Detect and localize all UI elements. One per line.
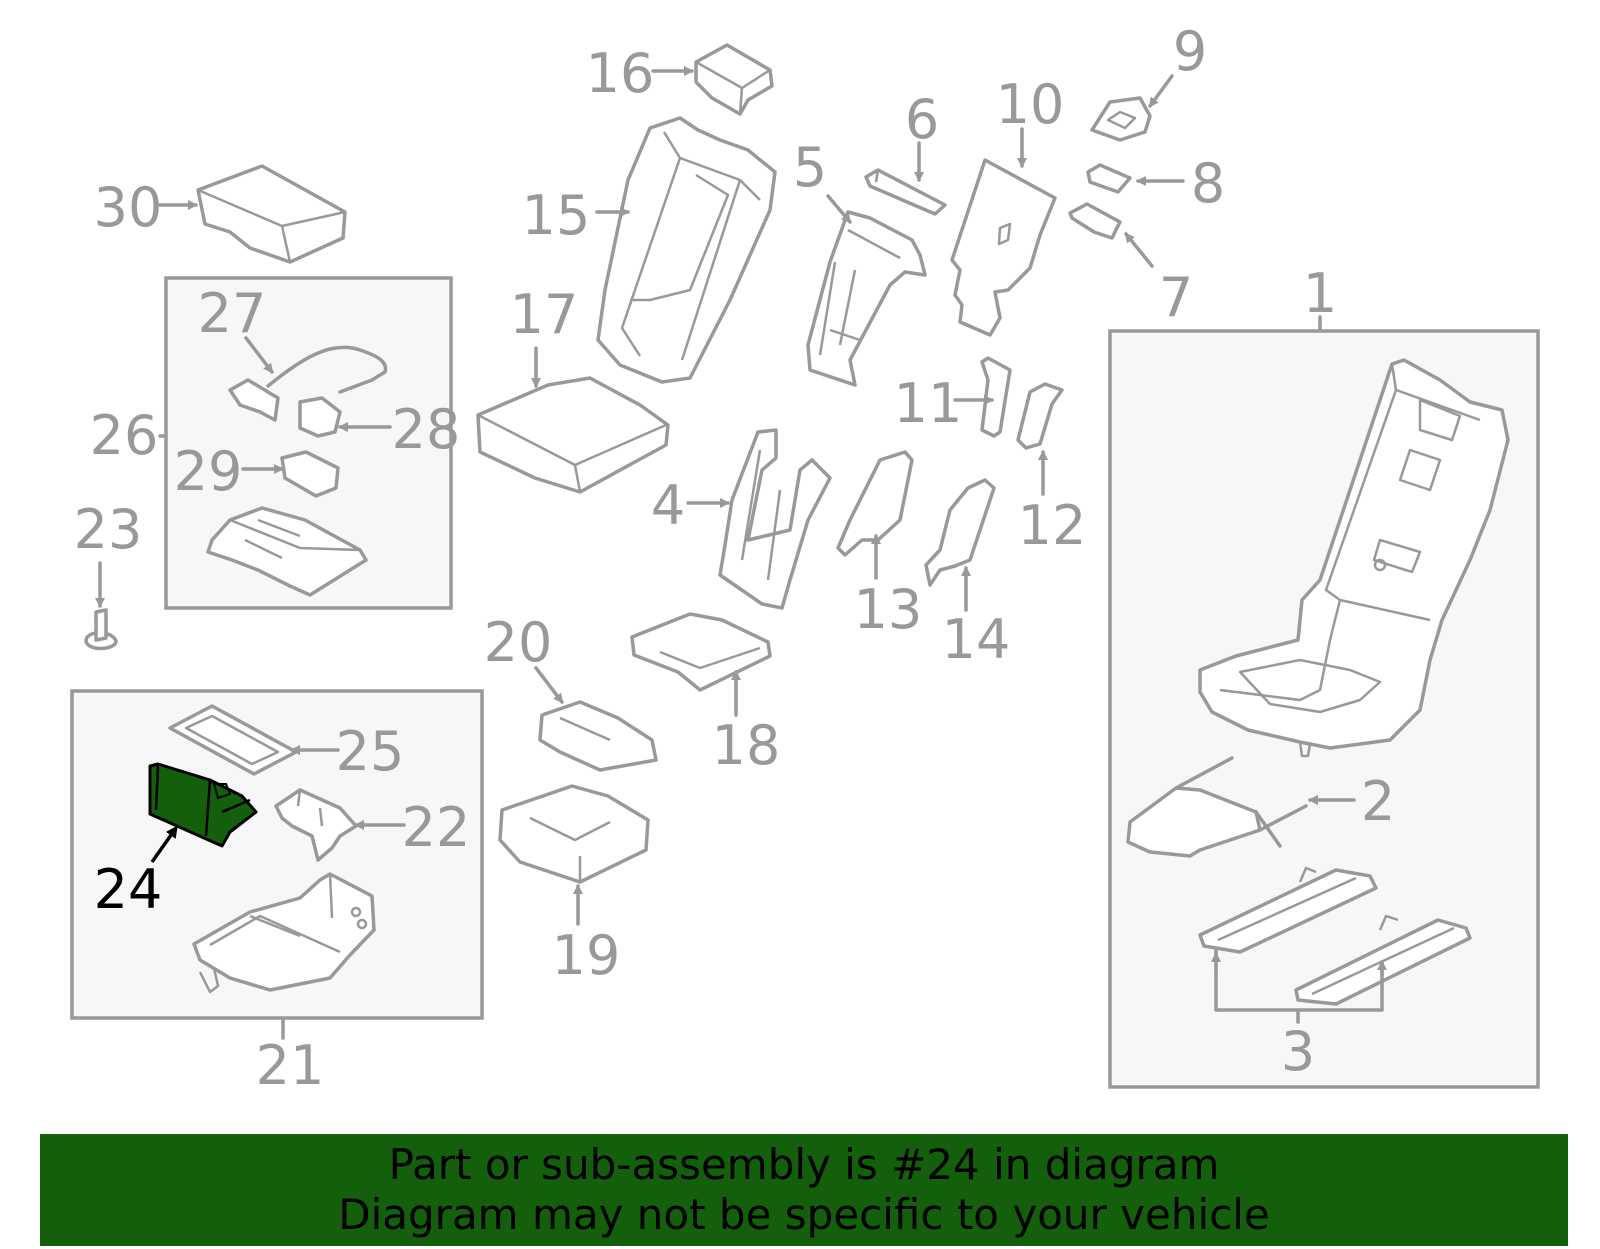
part-17-seat-cushion[interactable] [476, 376, 670, 494]
callout-4: 4 [651, 474, 685, 537]
callout-24: 24 [94, 858, 163, 921]
callout-19: 19 [552, 924, 621, 987]
callout-9: 9 [1173, 20, 1207, 83]
callout-16: 16 [586, 42, 655, 105]
part-10-back-panel[interactable] [950, 158, 1057, 337]
callout-7: 7 [1159, 266, 1193, 329]
callout-26: 26 [90, 404, 159, 467]
banner-part-notice: Part or sub-assembly is #24 in diagram [388, 1140, 1220, 1189]
callout-27: 27 [198, 282, 267, 345]
info-banner: Part or sub-assembly is #24 in diagram D… [40, 1134, 1568, 1246]
callout-30: 30 [94, 176, 163, 239]
part-27-cable[interactable] [228, 345, 388, 422]
part-7-handle[interactable] [1068, 202, 1122, 240]
callout-3: 3 [1281, 1020, 1315, 1083]
callout-1: 1 [1303, 262, 1337, 325]
part-1-seat-frame-assembly[interactable] [1198, 358, 1510, 758]
callout-11: 11 [894, 372, 963, 435]
part-8-button[interactable] [1086, 163, 1132, 194]
callout-17: 17 [510, 283, 579, 346]
callout-21: 21 [256, 1034, 325, 1097]
callout-12: 12 [1018, 494, 1087, 557]
part-6-trim-strip[interactable] [864, 168, 947, 216]
part-2-cushion-frame[interactable] [1126, 756, 1308, 858]
part-5-seatback-frame[interactable] [806, 210, 927, 387]
part-23-clip[interactable] [84, 608, 118, 651]
parts-diagram: 1 2 3 4 5 6 7 8 9 10 11 12 13 14 15 16 1… [70, 20, 1540, 1097]
callout-18: 18 [712, 714, 781, 777]
callout-20: 20 [484, 611, 553, 674]
part-13-trim[interactable] [836, 450, 914, 557]
callout-10: 10 [996, 73, 1065, 136]
part-19-cushion-foam[interactable] [498, 784, 650, 884]
part-22-bracket[interactable] [274, 788, 358, 862]
part-4-side-frame[interactable] [718, 428, 832, 610]
callout-14: 14 [942, 608, 1011, 671]
part-20-small-pad[interactable] [538, 700, 658, 772]
part-16-headrest[interactable] [694, 43, 774, 116]
part-21-assembly-tray[interactable] [192, 872, 376, 994]
part-29-cover[interactable] [280, 450, 340, 498]
callout-28: 28 [392, 398, 461, 461]
part-9-latch-bezel[interactable] [1090, 96, 1152, 142]
part-12-hinge-cover[interactable] [1016, 382, 1064, 450]
banner-disclaimer: Diagram may not be specific to your vehi… [338, 1190, 1270, 1239]
part-15-seat-back[interactable] [596, 116, 777, 384]
callout-29: 29 [174, 440, 243, 503]
callout-6: 6 [905, 88, 939, 151]
callout-labels: 1 2 3 4 5 6 7 8 9 10 11 12 13 14 15 16 1… [74, 20, 1396, 1097]
callout-25: 25 [336, 720, 405, 783]
part-14-trim[interactable] [924, 478, 996, 587]
leader-lines [95, 66, 1387, 1040]
callout-13: 13 [854, 578, 923, 641]
part-11-hinge-cover[interactable] [980, 356, 1012, 438]
callout-8: 8 [1191, 152, 1225, 215]
callout-5: 5 [793, 136, 827, 199]
part-28-bracket[interactable] [298, 396, 342, 438]
callout-2: 2 [1361, 770, 1395, 833]
part-24-highlighted[interactable] [148, 762, 258, 848]
part-26-assembly-tray[interactable] [206, 506, 368, 597]
callout-23: 23 [74, 498, 143, 561]
part-30-armrest-cover[interactable] [196, 164, 347, 264]
part-18-cushion-pad[interactable] [630, 612, 772, 692]
callout-22: 22 [402, 796, 471, 859]
callout-15: 15 [522, 184, 591, 247]
